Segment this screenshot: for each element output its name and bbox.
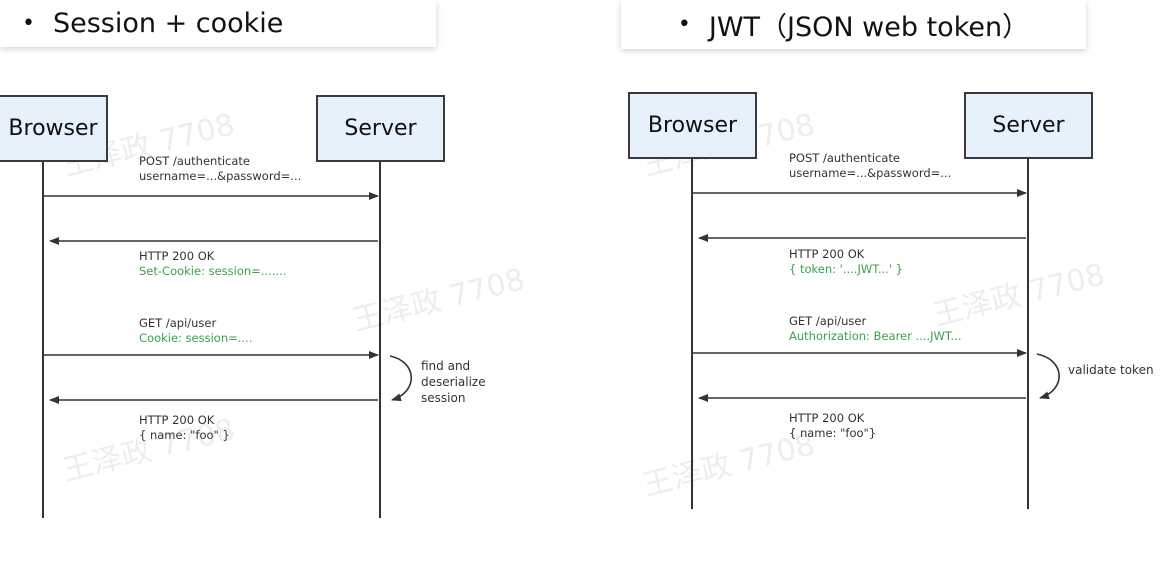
bullet-icon: • [22,11,35,36]
server-actor: Server [964,92,1093,159]
message-http-200-user: HTTP 200 OK { name: "foo" } [139,413,230,442]
server-lifeline [1027,159,1029,509]
note-find-deserialize-session: find and deserialize session [421,359,486,405]
bullet-icon: • [677,12,691,37]
server-lifeline [379,162,381,518]
heading-text: Session + cookie [52,8,284,39]
message-http-200-set-cookie: HTTP 200 OK Set-Cookie: session=....... [139,249,287,278]
self-loop-arrow [389,355,413,402]
heading-text: JWT（JSON web token） [708,12,1030,43]
browser-lifeline [691,159,693,509]
self-loop-arrow [1036,353,1060,400]
message-get-api-user-bearer: GET /api/user Authorization: Bearer ....… [789,314,962,343]
server-actor: Server [316,95,445,162]
browser-actor: Browser [0,95,108,162]
watermark: 王泽政 7708 [349,262,529,339]
message-get-api-user: GET /api/user Cookie: session=.... [139,316,253,345]
message-http-200-token: HTTP 200 OK { token: '....JWT...' } [789,247,903,276]
message-post-authenticate: POST /authenticate username=...&password… [789,151,952,180]
note-validate-token: validate token [1068,363,1154,377]
heading-jwt: • JWT（JSON web token） [621,0,1086,49]
browser-lifeline [42,162,44,518]
message-http-200-user: HTTP 200 OK { name: "foo"} [789,411,877,440]
heading-session-cookie: • Session + cookie [0,0,436,47]
message-post-authenticate: POST /authenticate username=...&password… [139,154,302,183]
browser-actor: Browser [628,92,757,159]
